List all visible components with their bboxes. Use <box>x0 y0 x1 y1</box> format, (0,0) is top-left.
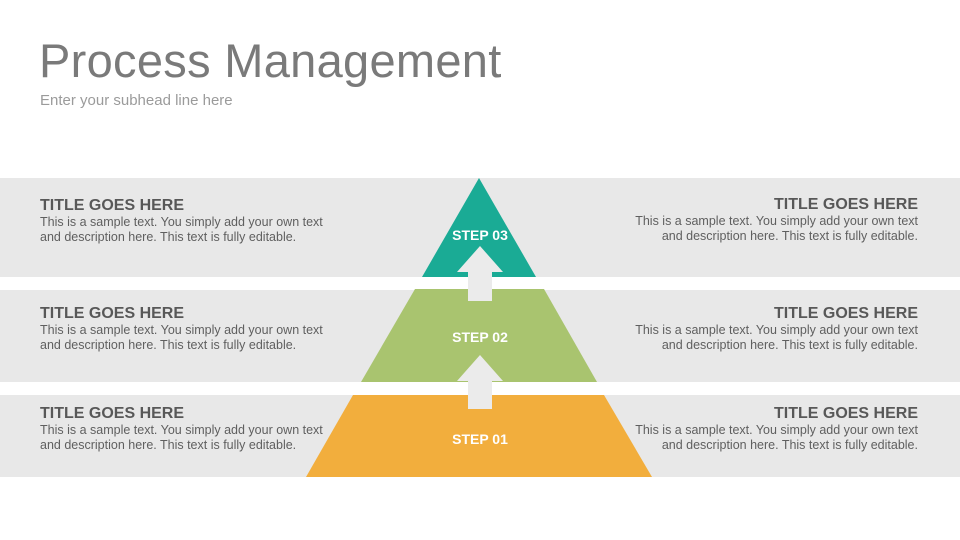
block-text: This is a sample text. You simply add yo… <box>40 423 323 452</box>
step-label-03: STEP 03 <box>452 227 508 243</box>
page-subtitle: Enter your subhead line here <box>40 92 233 109</box>
block-text: This is a sample text. You simply add yo… <box>40 323 323 352</box>
pyramid-layer-step-02 <box>361 289 597 382</box>
pyramid-layer-step-01 <box>306 395 652 477</box>
block-text: This is a sample text. You simply add yo… <box>635 214 918 243</box>
block-title: TITLE GOES HERE <box>773 196 918 213</box>
pyramid-layer-step-03 <box>422 178 536 277</box>
up-arrow-icon <box>457 355 503 409</box>
text-block-right-step-02: TITLE GOES HERE This is a sample text. Y… <box>618 305 918 352</box>
block-text: This is a sample text. You simply add yo… <box>40 215 323 244</box>
text-block-left-step-02: TITLE GOES HERE This is a sample text. Y… <box>40 305 340 352</box>
block-text: This is a sample text. You simply add yo… <box>635 423 918 452</box>
text-block-left-step-03: TITLE GOES HERE This is a sample text. Y… <box>40 197 340 244</box>
text-block-right-step-01: TITLE GOES HERE This is a sample text. Y… <box>618 405 918 452</box>
step-label-02: STEP 02 <box>452 329 508 345</box>
block-title: TITLE GOES HERE <box>773 305 918 322</box>
page-title: Process Management <box>39 34 502 87</box>
text-block-left-step-01: TITLE GOES HERE This is a sample text. Y… <box>40 405 340 452</box>
block-title: TITLE GOES HERE <box>40 197 185 214</box>
block-title: TITLE GOES HERE <box>40 405 185 422</box>
block-title: TITLE GOES HERE <box>40 305 185 322</box>
block-text: This is a sample text. You simply add yo… <box>635 323 918 352</box>
text-block-right-step-03: TITLE GOES HERE This is a sample text. Y… <box>618 196 918 243</box>
block-title: TITLE GOES HERE <box>773 405 918 422</box>
step-label-01: STEP 01 <box>452 431 508 447</box>
up-arrow-icon <box>457 246 503 301</box>
